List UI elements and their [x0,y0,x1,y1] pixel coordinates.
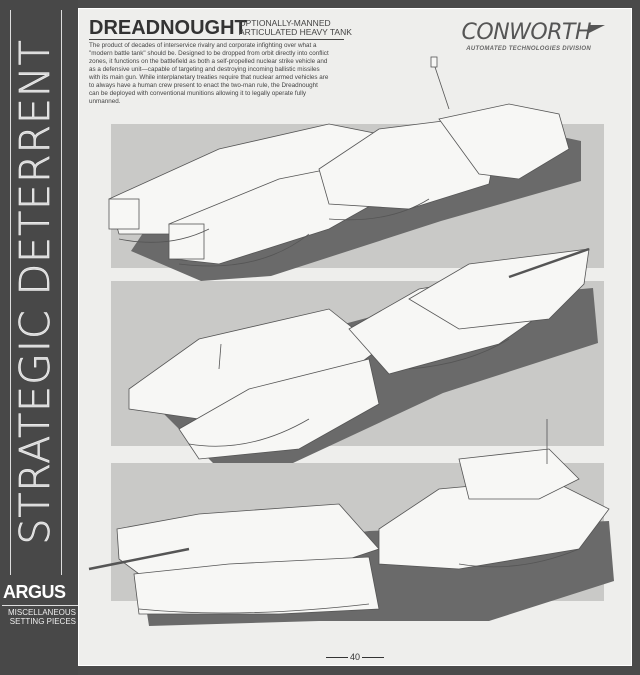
tank-illustrations [88,56,614,626]
page-number-rule-right [362,657,384,659]
series-name: ARGUS [3,582,66,602]
section-label: MISCELLANEOUS SETTING PIECES [0,608,76,626]
brand-logo: CONWORTH [461,20,592,45]
page-number-rule-left [325,657,348,659]
page-title: DREADNOUGHT [89,17,247,39]
brand-division: AUTOMATED TECHNOLOGIES DIVISION [466,46,591,52]
page-number: 40 [79,652,631,662]
vertical-title: STRATEGIC DETERRENT [11,39,60,545]
section-line-2: SETTING PIECES [9,617,76,626]
subtitle-line-2: ARTICULATED HEAVY TANK [239,27,352,37]
divider [2,605,78,606]
page-number-text: 40 [349,652,360,662]
section-line-1: MISCELLANEOUS [7,608,76,617]
description: The product of decades of interservice r… [89,42,329,105]
tank-view-1 [108,56,581,281]
page-subtitle: OPTIONALLY-MANNED ARTICULATED HEAVY TANK [239,19,352,37]
sidebar: STRATEGIC DETERRENT ARGUS MISCELLANEOUS … [0,0,78,675]
page-content: DREADNOUGHT OPTIONALLY-MANNED ARTICULATE… [78,8,632,666]
title-underline [89,39,344,40]
brand-flag-icon [589,25,605,33]
tank-view-3 [88,419,614,626]
vertical-title-frame [10,10,62,575]
subtitle-line-1: OPTIONALLY-MANNED [239,18,331,28]
tank-view-2 [128,247,598,463]
